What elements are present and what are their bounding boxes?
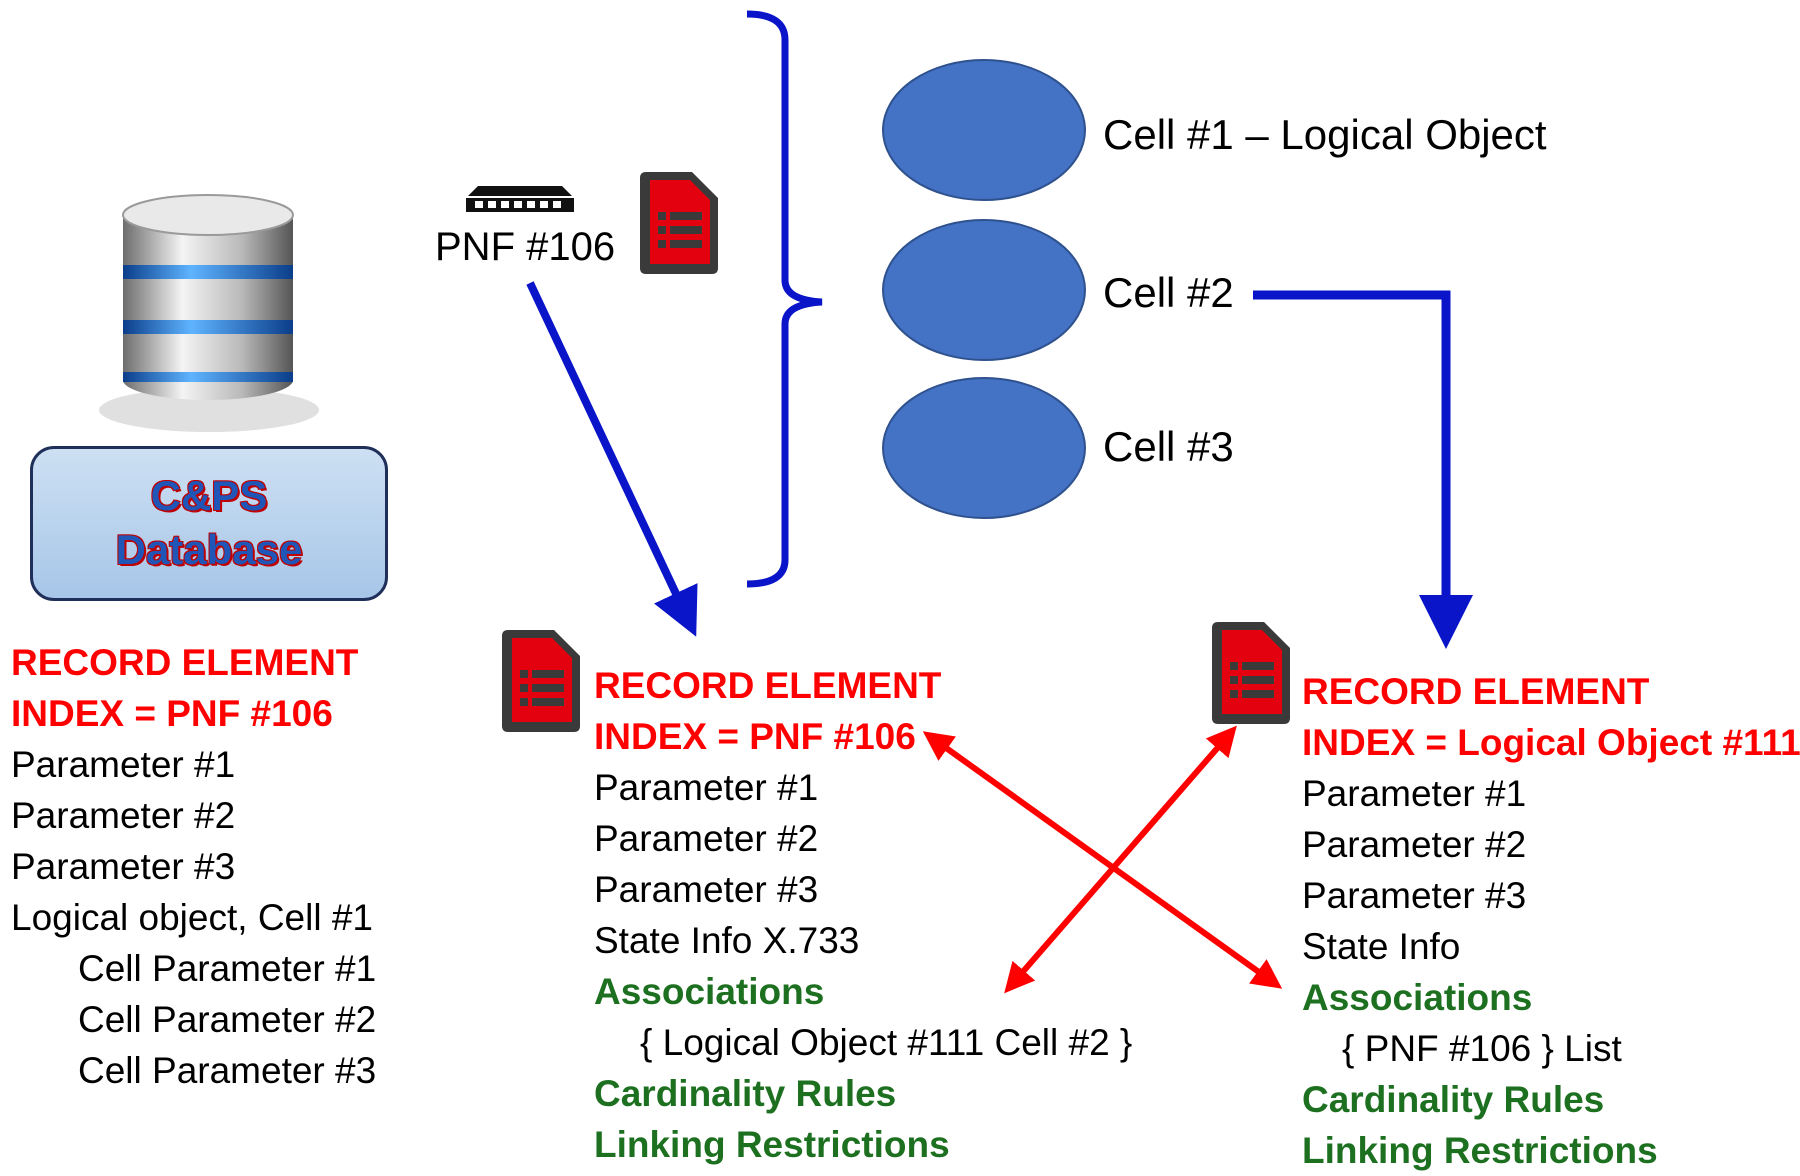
record-sub-line: Cell Parameter #1 [78,948,377,989]
cell-label-2: Cell #2 [1103,269,1234,316]
left-record: RECORD ELEMENT INDEX = PNF #106 Paramete… [11,637,376,1096]
record-index: INDEX = Logical Object #111 [1302,722,1800,763]
record-line: Parameter #2 [11,795,236,836]
database-label-box: C&PS Database [30,446,388,601]
network-switch-icon [466,186,574,212]
document-icon [1212,622,1290,724]
record-line: Parameter #1 [594,767,819,808]
cell-ellipse-3 [882,377,1086,519]
document-icon [502,630,580,732]
database-subtitle: Database [115,526,303,573]
record-line: Logical object, Cell #1 [11,897,373,938]
right-record: RECORD ELEMENT INDEX = Logical Object #1… [1302,666,1800,1176]
record-sub-line: Cell Parameter #2 [78,999,377,1040]
record-header: RECORD ELEMENT [11,642,359,683]
record-line: Parameter #2 [594,818,819,859]
database-icon [99,194,319,432]
curly-brace [746,10,823,588]
associations-label: Associations [594,971,825,1012]
cell-ellipse-2 [882,219,1086,361]
cell-ellipse-1 [882,59,1086,201]
record-index: INDEX = PNF #106 [11,693,333,734]
associations-value: { Logical Object #111 Cell #2 } [640,1022,1133,1063]
cell-label-3: Cell #3 [1103,423,1234,470]
record-index: INDEX = PNF #106 [594,716,916,757]
record-line: State Info X.733 [594,920,860,961]
middle-record: RECORD ELEMENT INDEX = PNF #106 Paramete… [594,660,1132,1170]
cell-label-1: Cell #1 – Logical Object [1103,111,1547,158]
pnf-label: PNF #106 [435,225,616,269]
record-line: Parameter #2 [1302,824,1527,865]
database-title: C&PS [150,472,268,519]
record-line: Parameter #3 [594,869,819,910]
associations-label: Associations [1302,977,1533,1018]
record-header: RECORD ELEMENT [594,665,942,706]
blue-arrow-cell2 [1253,290,1473,649]
associations-value: { PNF #106 } List [1342,1028,1622,1069]
blue-arrow-pnf [526,281,698,637]
cardinality-rules-label: Cardinality Rules [594,1073,897,1114]
record-sub-line: Cell Parameter #3 [78,1050,377,1091]
linking-restrictions-label: Linking Restrictions [594,1124,950,1165]
record-line: Parameter #3 [1302,875,1527,916]
record-line: Parameter #1 [11,744,236,785]
record-line: Parameter #3 [11,846,236,887]
linking-restrictions-label: Linking Restrictions [1302,1130,1658,1171]
record-line: Parameter #1 [1302,773,1527,814]
record-header: RECORD ELEMENT [1302,671,1650,712]
record-line: State Info [1302,926,1461,967]
document-icon [640,172,718,274]
cardinality-rules-label: Cardinality Rules [1302,1079,1605,1120]
red-arrow-logical-to-pnf [1004,725,1237,994]
